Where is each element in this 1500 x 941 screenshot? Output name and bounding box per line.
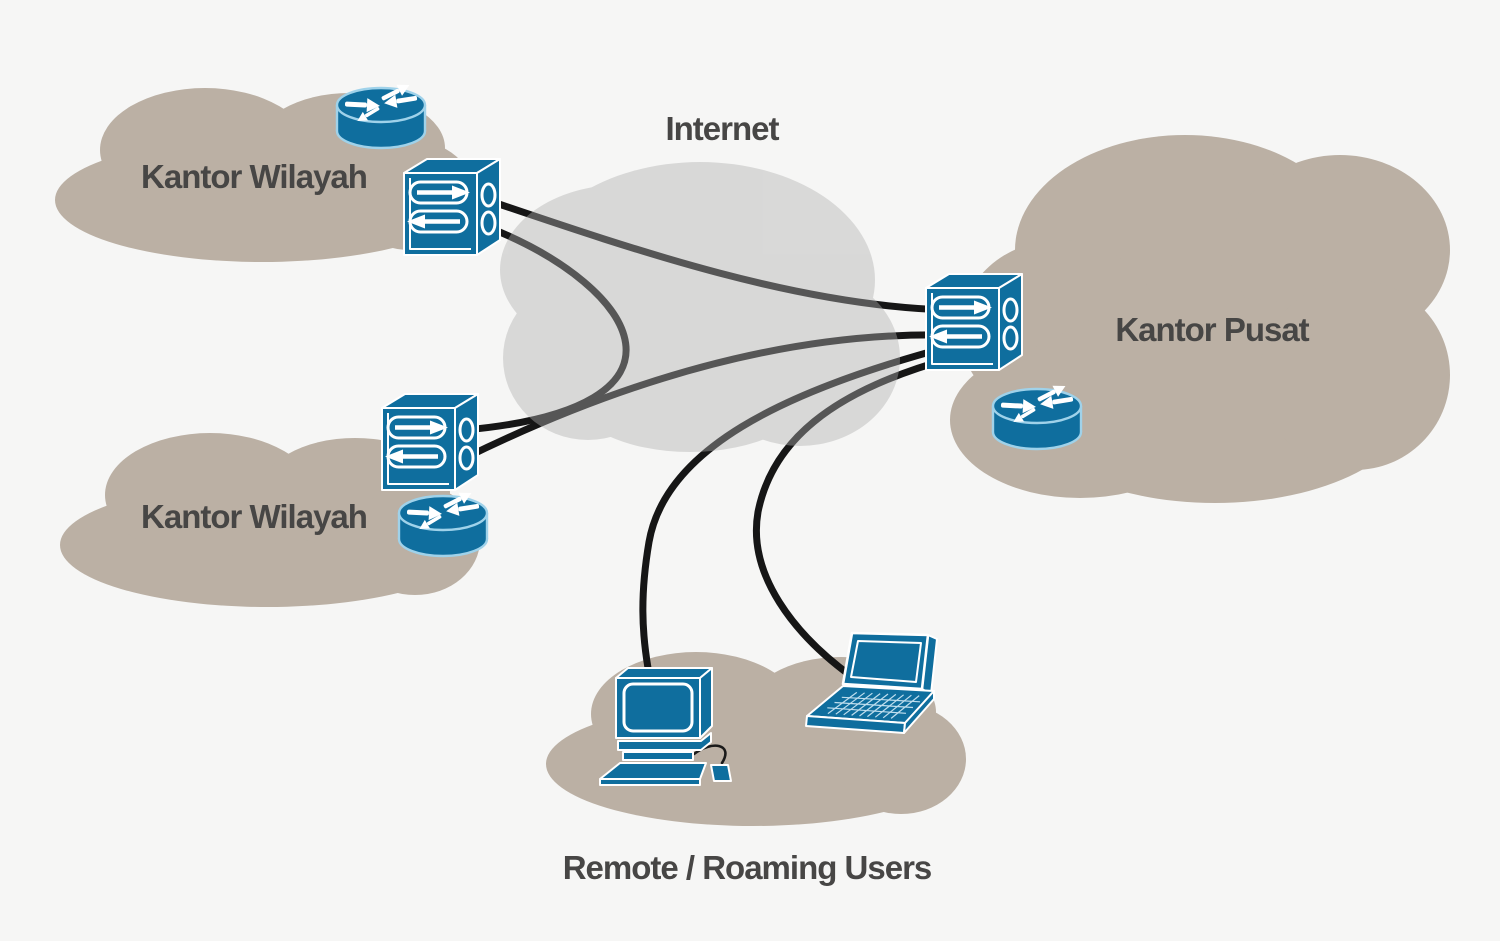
tunnel-topleft-to-middleleft	[461, 224, 630, 434]
tunnel-desktop-to-hq	[639, 343, 952, 672]
tunnel-laptop-to-hq	[753, 355, 952, 680]
mouse-icon	[710, 764, 732, 782]
internet-cloud	[500, 162, 900, 452]
vpn-router-icon-headquarters	[926, 274, 1022, 370]
internet-label: Internet	[665, 110, 779, 147]
remote-users-label: Remote / Roaming Users	[563, 849, 932, 886]
vpn-tunnels	[461, 197, 952, 680]
vpn-router-icon-middle-left	[382, 394, 478, 490]
site-bottom-label: Kantor Wilayah	[141, 498, 367, 535]
router-icon-top-left	[335, 78, 427, 150]
laptop-icon	[805, 631, 938, 734]
desktop-pc-icon	[599, 667, 732, 786]
vpn-router-icon-top-left	[404, 159, 500, 255]
headquarters-label: Kantor Pusat	[1115, 311, 1309, 348]
tunnel-topleft-to-hq	[486, 197, 952, 314]
tunnel-middleleft-to-hq	[461, 331, 952, 462]
site-top-label: Kantor Wilayah	[141, 158, 367, 195]
